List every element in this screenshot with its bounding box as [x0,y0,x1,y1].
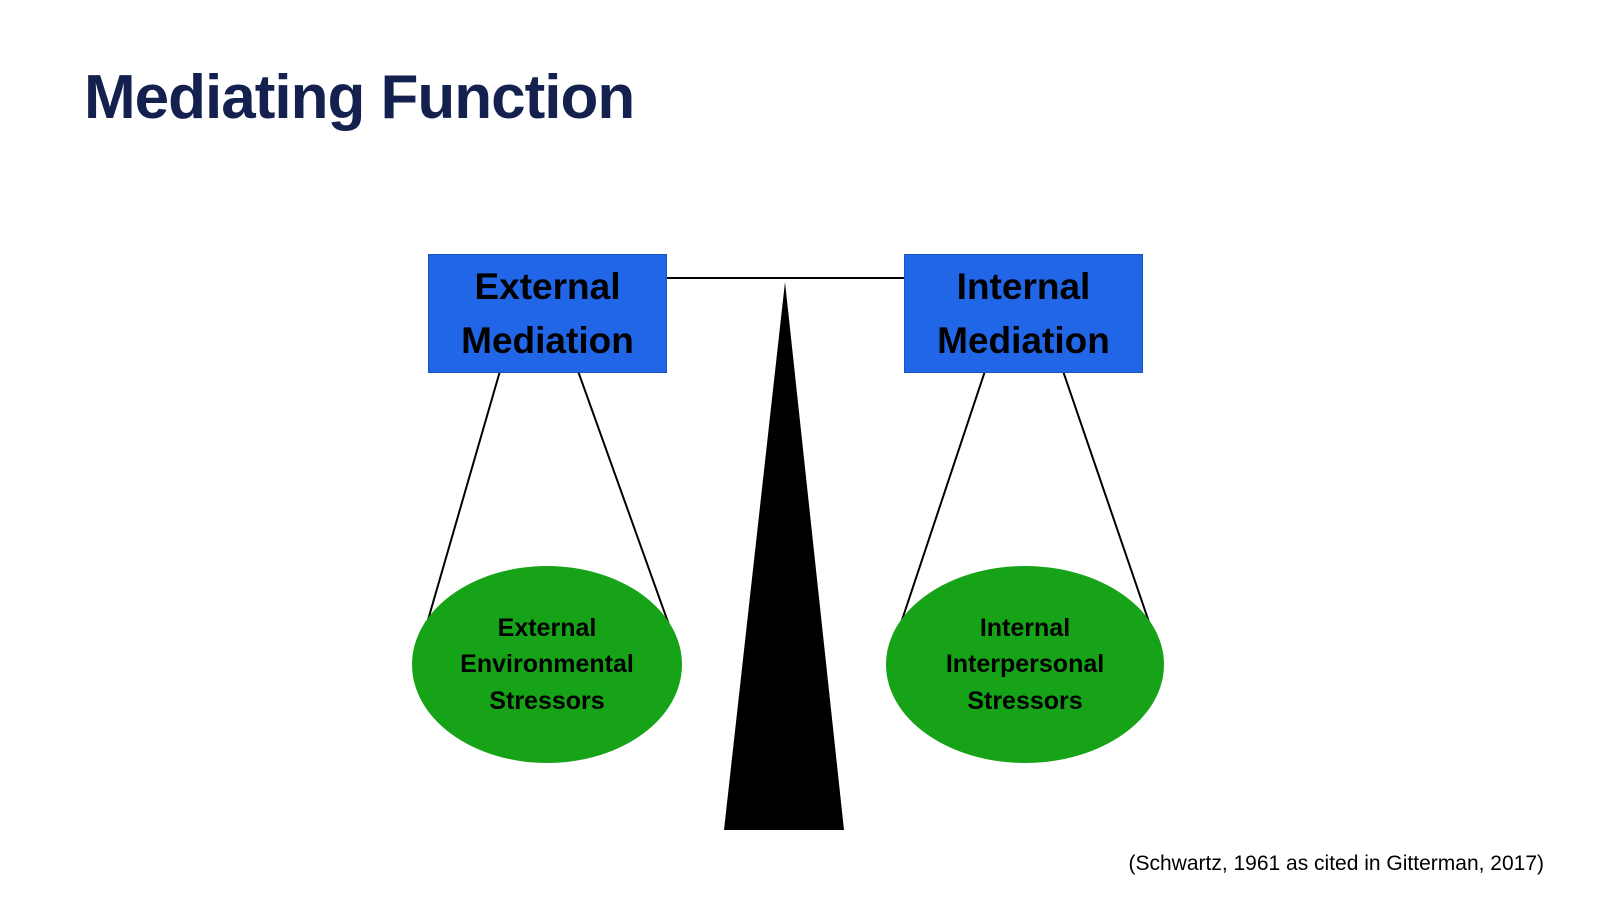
internal-stressors-ellipse: Internal Interpersonal Stressors [886,566,1164,763]
internal-mediation-box: Internal Mediation [904,254,1143,373]
external-mediation-box: External Mediation [428,254,667,373]
citation-text: (Schwartz, 1961 as cited in Gitterman, 2… [1128,852,1544,875]
external-stressors-ellipse: External Environmental Stressors [412,566,682,763]
external-stressors-label-line1: External [497,614,597,643]
right-hanger-line-outer [1062,370,1163,661]
internal-mediation-label-line1: Internal [956,265,1091,307]
page-title: Mediating Function [84,63,635,132]
external-mediation-label-line1: External [474,265,621,307]
internal-stressors-label-line2: Interpersonal [945,650,1105,679]
internal-mediation-label-line2: Mediation [937,319,1110,361]
left-hanger-line-outer [416,370,501,659]
fulcrum-triangle [724,282,844,830]
external-stressors-label-line2: Environmental [460,650,634,679]
left-hanger-line-inner [577,370,679,651]
right-hanger-line-inner [889,370,986,657]
internal-stressors-label-line3: Stressors [967,686,1083,715]
external-stressors-label-line3: Stressors [489,686,605,715]
external-mediation-label-line2: Mediation [461,319,634,361]
internal-stressors-label-line1: Internal [979,614,1071,643]
